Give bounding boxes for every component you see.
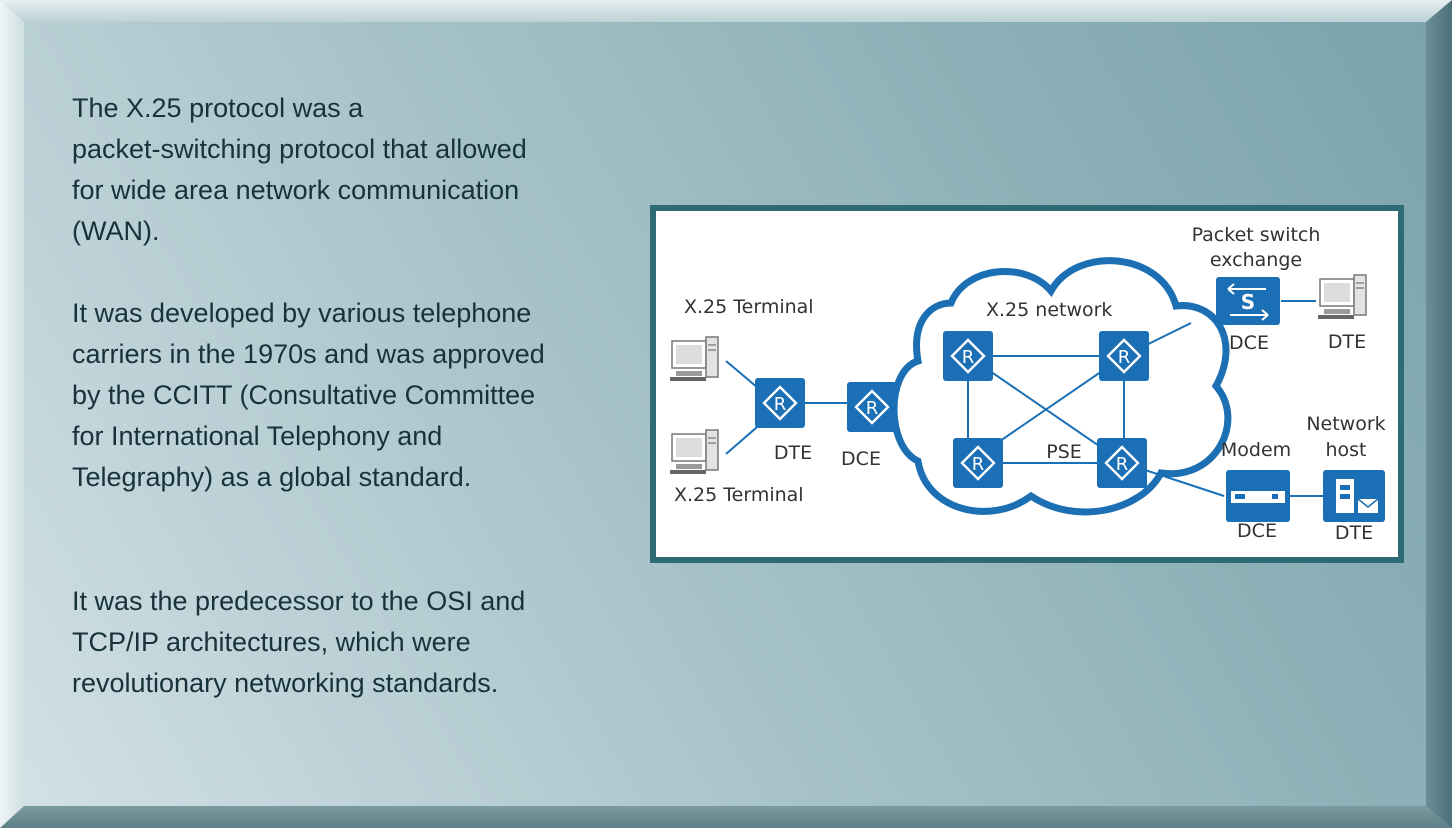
packet-switch-icon: S [1216, 277, 1280, 325]
label-network: X.25 network [986, 299, 1112, 321]
label-dce-modem: DCE [1237, 520, 1277, 542]
bevel-bottom [0, 806, 1452, 828]
modem-icon [1226, 470, 1290, 522]
links-right [1281, 300, 1328, 497]
paragraph-intro: The X.25 protocol was a packet-switching… [72, 93, 527, 246]
router-dce-left: R [845, 380, 899, 434]
label-pse: PSE [1046, 441, 1082, 463]
router-glyph: R [866, 398, 879, 419]
pc-icon [1317, 274, 1367, 320]
paragraph-history: It was developed by various telephone ca… [72, 298, 545, 492]
pc-icon [669, 336, 719, 382]
x25-diagram: R R R R R R S [656, 211, 1398, 557]
router-glyph: R [1118, 347, 1131, 368]
router-glyph: R [1116, 454, 1129, 475]
label-modem: Modem [1221, 439, 1291, 461]
bevel-left [0, 0, 24, 828]
label-dte-host: DTE [1335, 522, 1373, 544]
router-dte-left: R [753, 376, 807, 430]
router-pse-top-right: R [1097, 329, 1151, 383]
label-host-line2: host [1325, 439, 1366, 461]
network-host-icon [1323, 470, 1385, 522]
label-terminal-bottom: X.25 Terminal [674, 484, 804, 506]
label-dce-left: DCE [841, 448, 881, 470]
router-glyph: R [962, 347, 975, 368]
router-pse-bottom-right: R [1095, 436, 1149, 490]
x25-diagram-svg: R R R R R R S [669, 224, 1386, 544]
paragraph-legacy: It was the predecessor to the OSI and TC… [72, 586, 526, 698]
label-pse-line1: Packet switch [1192, 224, 1321, 246]
x25-diagram-frame: R R R R R R S [650, 205, 1404, 563]
label-terminal-top: X.25 Terminal [684, 296, 814, 318]
router-pse-bottom-left: R [951, 436, 1005, 490]
router-glyph: R [774, 394, 787, 415]
switch-glyph: S [1241, 290, 1255, 314]
label-dce-switch: DCE [1229, 332, 1269, 354]
label-pse-line2: exchange [1210, 249, 1302, 271]
label-dte-left: DTE [774, 442, 812, 464]
router-glyph: R [972, 454, 985, 475]
router-pse-top-left: R [941, 329, 995, 383]
label-dte-pc: DTE [1328, 331, 1366, 353]
bevel-right [1426, 0, 1452, 828]
pc-icon [669, 429, 719, 475]
bevel-top [0, 0, 1452, 22]
label-host-line1: Network [1306, 413, 1385, 435]
